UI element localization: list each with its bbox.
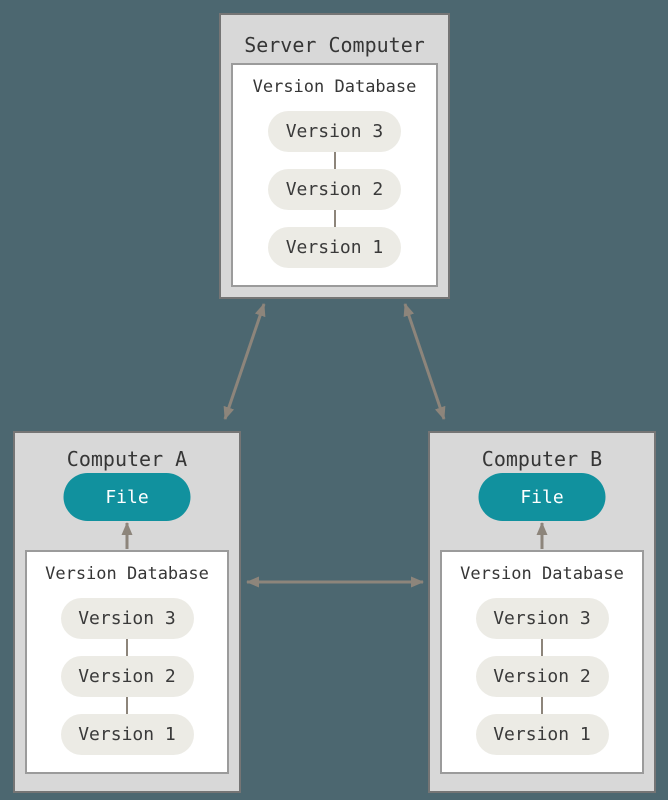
computer-b-title: Computer B xyxy=(481,447,603,471)
computer-b-version-database-box: Version Database Version 3 Version 2 Ver… xyxy=(440,550,644,774)
server-computer-box: Server Computer Version Database Version… xyxy=(219,13,450,299)
sync-arrow-server-computer-b xyxy=(403,303,446,420)
version-1-pill: Version 1 xyxy=(475,714,609,755)
version-connector xyxy=(126,639,128,656)
server-version-database-box: Version Database Version 3 Version 2 Ver… xyxy=(231,63,438,287)
version-database-title: Version Database xyxy=(252,77,417,97)
version-connector xyxy=(333,152,336,169)
version-2-pill: Version 2 xyxy=(475,656,609,697)
version-database-title: Version Database xyxy=(45,564,209,584)
version-connector xyxy=(541,697,543,714)
computer-b-file-pill: File xyxy=(478,473,606,521)
version-3-pill: Version 3 xyxy=(475,598,609,639)
version-3-pill: Version 3 xyxy=(268,111,401,152)
version-2-pill: Version 2 xyxy=(268,169,401,210)
server-computer-title: Server Computer xyxy=(244,33,425,57)
version-1-pill: Version 1 xyxy=(60,714,194,755)
version-connector xyxy=(126,697,128,714)
sync-arrow-server-computer-a xyxy=(223,303,266,420)
version-2-pill: Version 2 xyxy=(60,656,194,697)
computer-a-title: Computer A xyxy=(66,447,188,471)
computer-a-file-pill: File xyxy=(63,473,191,521)
computer-a-box: Computer A File Version Database Version… xyxy=(13,431,241,793)
version-3-pill: Version 3 xyxy=(60,598,194,639)
version-1-pill: Version 1 xyxy=(268,227,401,268)
version-connector xyxy=(541,639,543,656)
version-database-title: Version Database xyxy=(460,564,624,584)
version-connector xyxy=(333,210,336,227)
computer-a-version-database-box: Version Database Version 3 Version 2 Ver… xyxy=(25,550,229,774)
computer-b-box: Computer B File Version Database Version… xyxy=(428,431,656,793)
